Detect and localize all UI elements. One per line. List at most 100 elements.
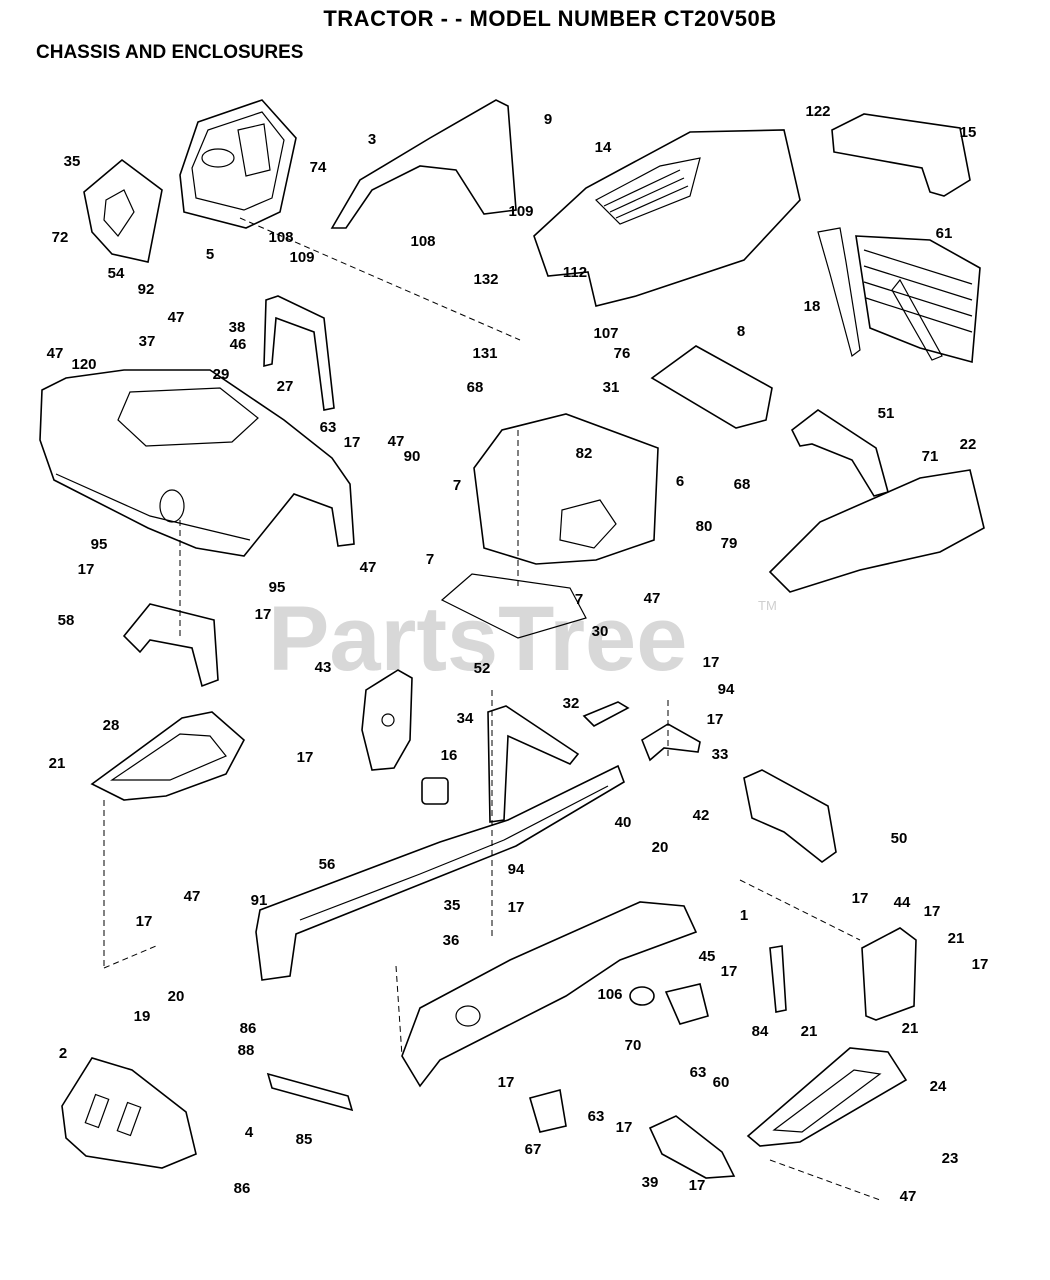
callout-label: 32: [563, 695, 580, 712]
callout-label: 95: [91, 536, 108, 553]
callout-label: 30: [592, 623, 609, 640]
callout-label: 47: [900, 1188, 917, 1205]
section-title: CHASSIS AND ENCLOSURES: [36, 42, 304, 63]
callout-label: 58: [58, 612, 75, 629]
part-bumper-bracket: [790, 409, 889, 497]
callout-label: 63: [588, 1108, 605, 1125]
callout-label: 108: [268, 229, 293, 246]
part-cover: [83, 158, 163, 263]
callout-label: 60: [713, 1074, 730, 1091]
callout-label: 19: [134, 1008, 151, 1025]
part-hood-bracket: [743, 769, 837, 864]
callout-label: 71: [922, 448, 939, 465]
part-seat-bracket: [263, 295, 335, 411]
callout-label: 3: [368, 131, 376, 148]
callout-label: 68: [467, 379, 484, 396]
callout-label: 56: [319, 856, 336, 873]
callout-label: 17: [616, 1119, 633, 1136]
part-fender-bracket: [122, 603, 219, 688]
callout-label: 17: [689, 1177, 706, 1194]
callout-label: 82: [576, 445, 593, 462]
callout-label: 94: [508, 861, 525, 878]
callout-label: 106: [597, 986, 622, 1003]
callout-label: 31: [603, 379, 620, 396]
callout-label: 40: [615, 814, 632, 831]
callout-label: 54: [108, 265, 125, 282]
callout-label: 17: [498, 1074, 515, 1091]
callout-label: 18: [804, 298, 821, 315]
callout-label: 47: [184, 888, 201, 905]
callout-label: 16: [441, 747, 458, 764]
callout-label: 17: [721, 963, 738, 980]
part-front-weight: [768, 469, 985, 593]
part-pedal-bracket: [641, 723, 701, 762]
callout-label: 17: [707, 711, 724, 728]
callout-label: 109: [289, 249, 314, 266]
callout-label: 112: [563, 264, 587, 281]
part-grille: [817, 227, 981, 364]
part-hood: [533, 129, 801, 307]
callout-label: 20: [168, 988, 185, 1005]
callout-label: 17: [136, 913, 153, 930]
callout-label: 17: [78, 561, 95, 578]
callout-label: 27: [277, 378, 294, 395]
part-rod: [266, 1072, 354, 1112]
callout-label: 44: [894, 894, 911, 911]
callout-label: 132: [473, 271, 498, 288]
callout-label: 17: [255, 606, 272, 623]
callout-label: 8: [737, 323, 745, 340]
callout-label: 4: [245, 1124, 254, 1141]
callout-label: 70: [625, 1037, 642, 1054]
callout-label: 47: [360, 559, 377, 576]
watermark-mark: TM: [758, 598, 777, 613]
callout-label: 14: [595, 139, 612, 156]
part-side-bracket: [361, 669, 413, 771]
callout-label: 52: [474, 660, 491, 677]
callout-label: 22: [960, 436, 977, 453]
callout-label: 35: [64, 153, 81, 170]
callout-label: 63: [320, 419, 337, 436]
part-front-bumper: [831, 113, 971, 197]
callout-label: 17: [852, 890, 869, 907]
callout-label: 39: [642, 1174, 659, 1191]
callout-label: 47: [388, 433, 405, 450]
callout-label: 43: [315, 659, 332, 676]
callout-label: 86: [240, 1020, 257, 1037]
callout-label: 76: [614, 345, 631, 362]
part-fender: [39, 369, 355, 557]
callout-label: 95: [269, 579, 286, 596]
callout-label: 29: [213, 366, 230, 383]
callout-label: 17: [703, 654, 720, 671]
part-footrest-right: [746, 1047, 908, 1147]
callout-label: 17: [508, 899, 525, 916]
callout-label: 107: [593, 325, 618, 342]
callout-label: 86: [234, 1180, 251, 1197]
callout-label: 28: [103, 717, 120, 734]
callout-label: 6: [676, 473, 684, 490]
callout-label: 50: [891, 830, 908, 847]
part-side-plate: [861, 927, 917, 1021]
part-side-cover: [330, 99, 517, 229]
watermark: PartsTree: [268, 588, 687, 690]
callout-label: 17: [924, 903, 941, 920]
callout-label: 34: [457, 710, 474, 727]
callout-label: 109: [508, 203, 533, 220]
part-plate: [650, 345, 773, 429]
callout-label: 131: [472, 345, 497, 362]
callout-label: 7: [453, 477, 461, 494]
callout-label: 88: [238, 1042, 255, 1059]
callout-label: 36: [443, 932, 460, 949]
callout-label: 91: [251, 892, 268, 909]
part-drawings: [39, 99, 985, 1201]
callout-label: 33: [712, 746, 729, 763]
callout-label: 17: [344, 434, 361, 451]
callout-label: 7: [575, 591, 583, 608]
callout-label: 61: [936, 225, 953, 242]
callout-label: 7: [426, 551, 434, 568]
part-idler-bracket: [664, 983, 709, 1025]
callout-label: 47: [47, 345, 64, 362]
callout-label: 80: [696, 518, 713, 535]
callout-label: 45: [699, 948, 716, 965]
callout-label: 120: [71, 356, 96, 373]
